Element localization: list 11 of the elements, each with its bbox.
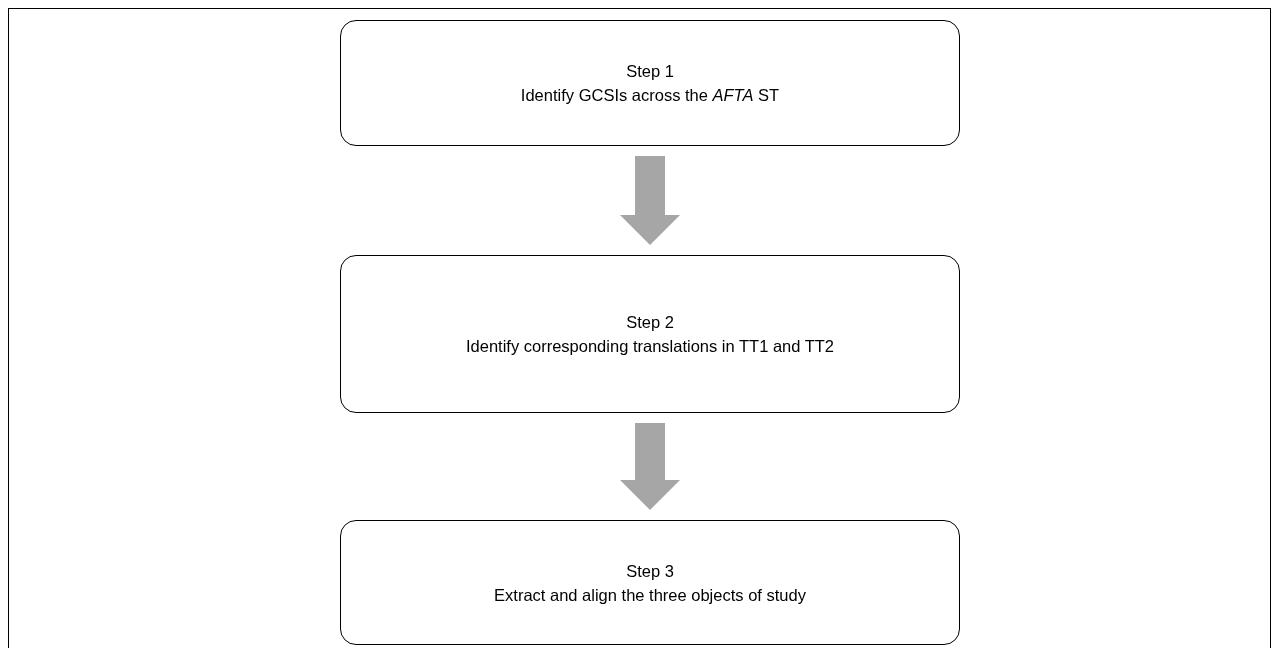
process-box — [340, 255, 960, 413]
step-heading: Step 2 — [626, 312, 674, 333]
block-arrow — [620, 423, 680, 510]
step-description: Identify GCSIs across the AFTA ST — [520, 85, 780, 106]
step-description: Extract and align the three objects of study — [494, 584, 806, 606]
step-heading: Step 1 — [626, 61, 674, 82]
step-description: Identify corresponding translations in TT1 and TT2 — [465, 336, 835, 357]
step-heading: Step 3 — [626, 560, 674, 582]
process-box — [340, 520, 960, 645]
process-box — [340, 20, 960, 146]
block-arrow — [620, 156, 680, 245]
